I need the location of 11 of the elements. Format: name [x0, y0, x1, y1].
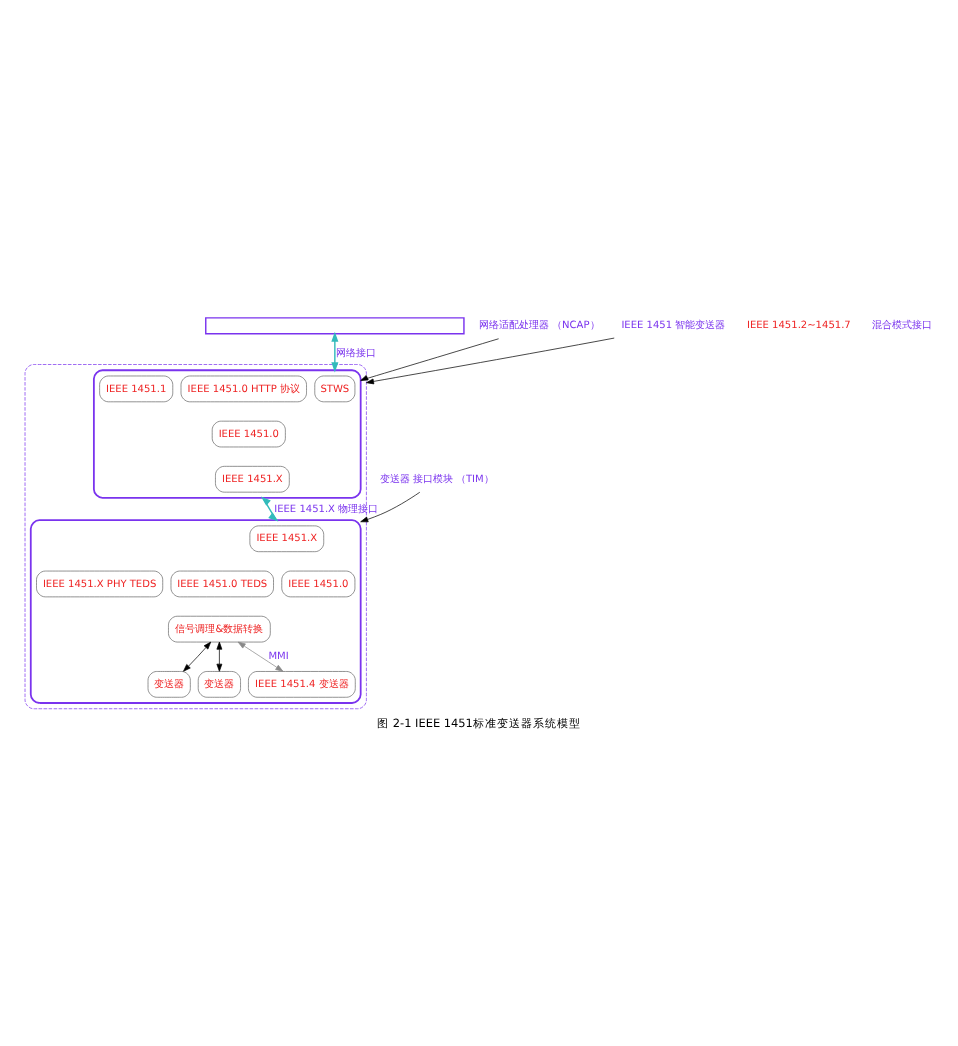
arrow — [216, 641, 223, 672]
cluster — [29, 519, 362, 704]
arrow — [183, 641, 212, 672]
arrow — [260, 496, 279, 522]
arrow — [237, 641, 284, 672]
node-bar — [205, 317, 465, 335]
arrow — [331, 331, 339, 373]
cluster — [93, 369, 362, 499]
arrow — [360, 491, 421, 523]
arrow — [366, 337, 615, 385]
arrow — [360, 338, 499, 381]
